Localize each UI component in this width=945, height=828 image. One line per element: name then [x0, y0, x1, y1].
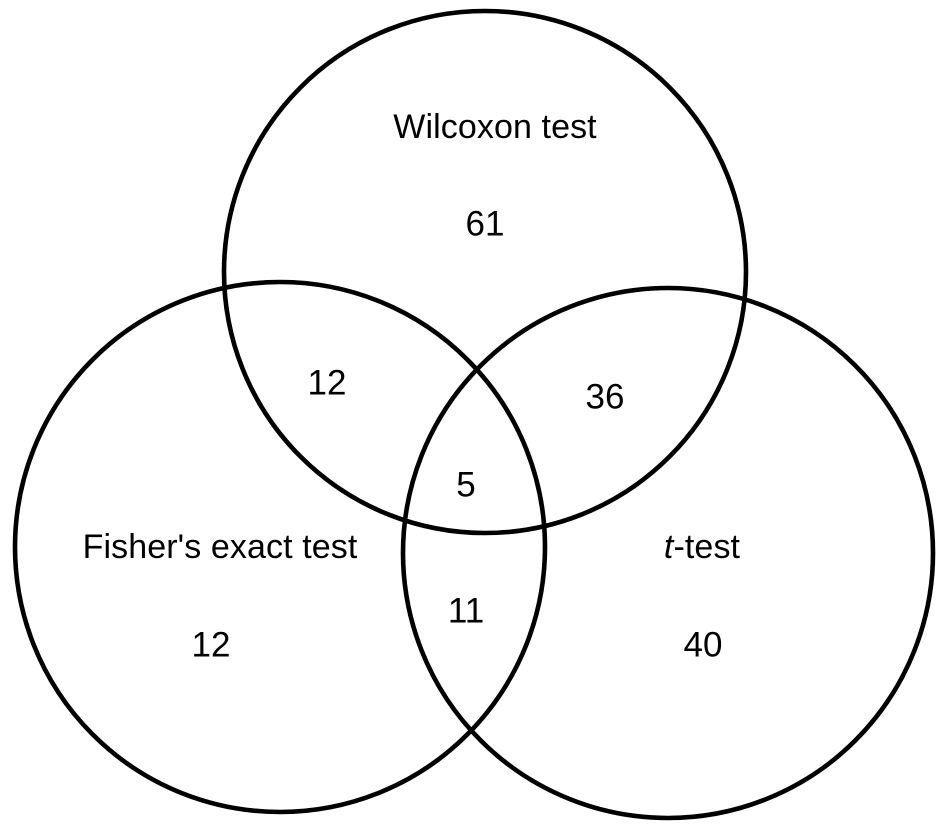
label-wilcoxon: Wilcoxon test: [393, 108, 597, 146]
count-wilcoxon-only: 61: [465, 204, 505, 244]
count-fisher-only: 12: [191, 625, 231, 665]
circle-ttest: [400, 285, 936, 821]
count-all-three: 5: [456, 465, 476, 505]
label-ttest-italic-t: t: [663, 528, 674, 566]
label-ttest-rest: -test: [673, 528, 741, 566]
count-wilcoxon-fisher: 12: [307, 363, 347, 403]
label-ttest: t-test: [664, 530, 740, 564]
count-fisher-ttest: 11: [447, 591, 485, 631]
count-ttest-only: 40: [683, 625, 723, 665]
count-wilcoxon-ttest: 36: [585, 377, 625, 417]
label-fisher: Fisher's exact test: [82, 528, 358, 566]
circle-wilcoxon: [221, 8, 749, 536]
circle-fisher: [12, 279, 548, 815]
